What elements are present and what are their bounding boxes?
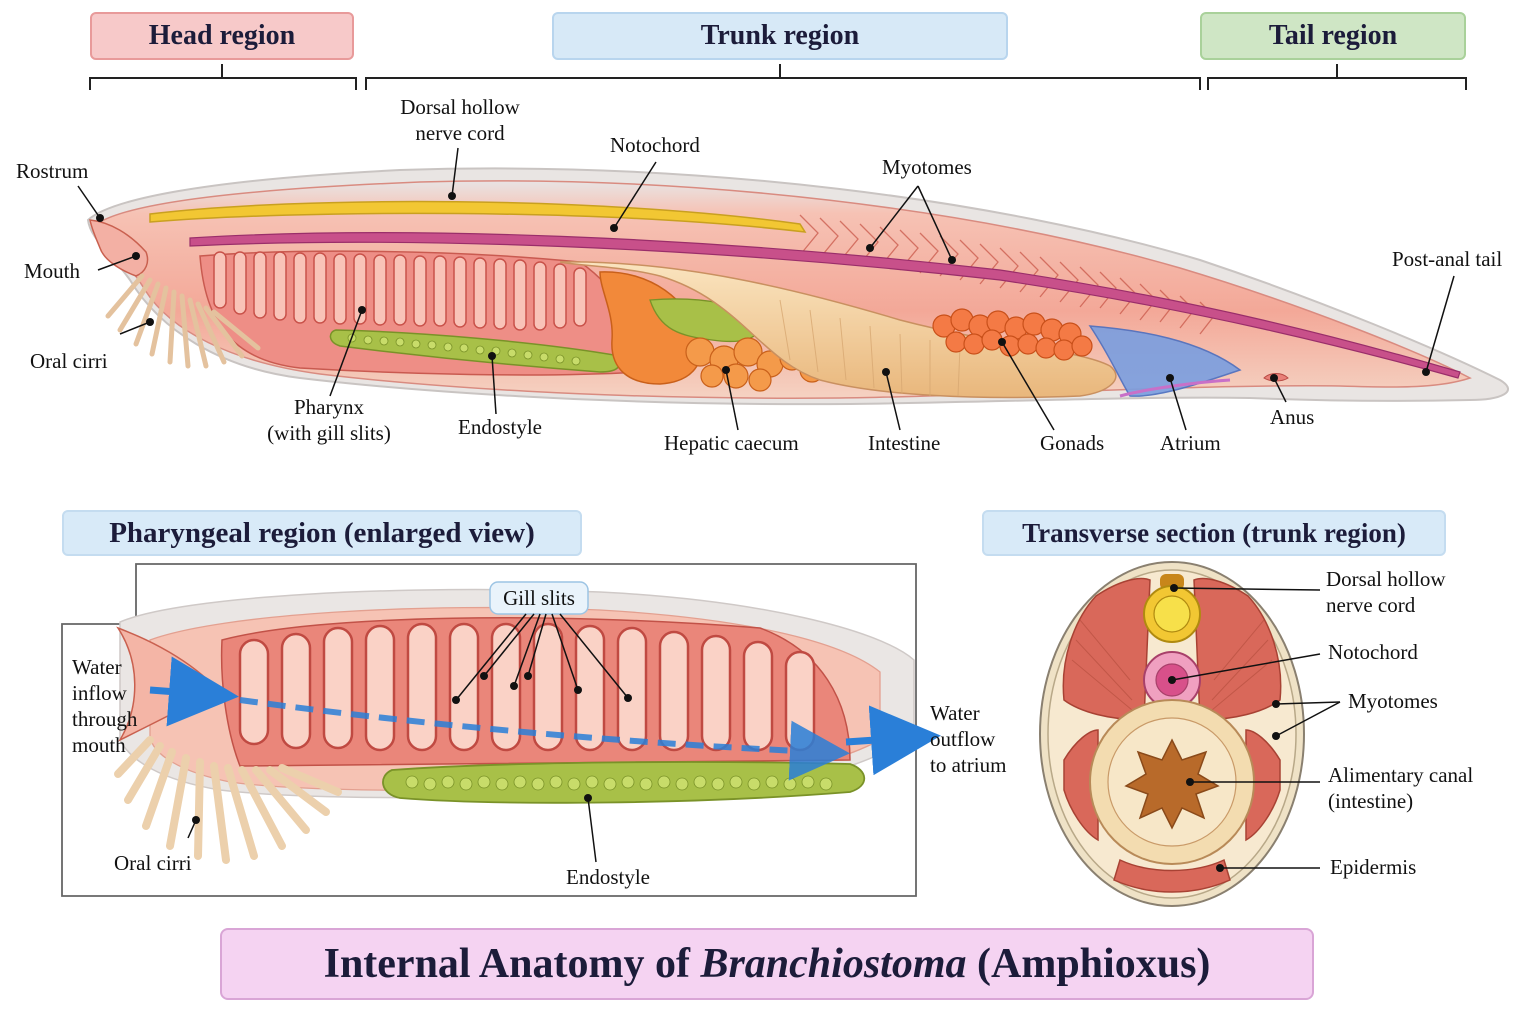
label-enlarged-oral-cirri: Oral cirri xyxy=(114,851,192,875)
label-pharynx: Pharynx (with gill slits) xyxy=(256,394,402,446)
label-ts-alimentary-canal: Alimentary canal (intestine) xyxy=(1328,762,1473,814)
label-ts-alimentary-line2: (intestine) xyxy=(1328,789,1414,813)
label-atrium: Atrium xyxy=(1160,431,1221,455)
label-post-anal-tail: Post-anal tail xyxy=(1392,247,1503,271)
label-water-outflow: Water outflow to atrium xyxy=(930,700,1006,778)
title-prefix: Internal Anatomy of xyxy=(323,941,701,987)
tail-region-label: Tail region xyxy=(1200,12,1466,60)
main-oral-cirri xyxy=(105,273,261,369)
label-rostrum: Rostrum xyxy=(16,159,89,183)
label-gill-slits: Gill slits xyxy=(503,586,575,610)
label-water-inflow: Water inflow through mouth xyxy=(72,654,137,758)
label-enlarged-endostyle: Endostyle xyxy=(566,865,650,889)
label-dorsal-nerve-line1: Dorsal hollow xyxy=(400,95,520,119)
label-endostyle: Endostyle xyxy=(458,415,542,439)
transverse-section-title: Transverse section (trunk region) xyxy=(982,510,1446,556)
label-ts-myotomes: Myotomes xyxy=(1348,689,1438,713)
label-ts-dorsal-nerve-line1: Dorsal hollow xyxy=(1326,567,1446,591)
label-hepatic-caecum: Hepatic caecum xyxy=(664,431,799,455)
gonads-cluster xyxy=(932,308,1093,361)
pharyngeal-enlarged-view xyxy=(61,563,941,897)
enlarged-oral-cirri xyxy=(114,736,342,864)
label-dorsal-nerve-cord: Dorsal hollow nerve cord xyxy=(390,94,530,146)
main-leader-lines xyxy=(77,147,1455,431)
label-ts-dorsal-nerve-cord: Dorsal hollow nerve cord xyxy=(1326,566,1446,618)
label-dorsal-nerve-line2: nerve cord xyxy=(415,121,505,145)
main-gill-slits xyxy=(213,251,587,331)
label-notochord: Notochord xyxy=(610,133,700,157)
trunk-region-label: Trunk region xyxy=(552,12,1008,60)
label-ts-notochord: Notochord xyxy=(1328,640,1418,664)
label-water-inflow-line3: through xyxy=(72,707,138,731)
label-water-outflow-line2: outflow xyxy=(930,727,996,751)
enlarged-gill-slits xyxy=(238,622,816,752)
pharyngeal-view-title: Pharyngeal region (enlarged view) xyxy=(62,510,582,556)
label-water-inflow-line1: Water xyxy=(72,655,122,679)
label-water-outflow-line1: Water xyxy=(930,701,980,725)
transverse-section xyxy=(1039,561,1341,907)
label-intestine: Intestine xyxy=(868,431,941,455)
label-gonads: Gonads xyxy=(1040,431,1105,455)
label-pharynx-line2: (with gill slits) xyxy=(267,421,391,445)
label-oral-cirri: Oral cirri xyxy=(30,349,108,373)
label-water-inflow-line2: inflow xyxy=(72,681,127,705)
amphioxus-body xyxy=(86,167,1509,406)
region-braces xyxy=(89,64,1467,90)
label-ts-epidermis: Epidermis xyxy=(1330,855,1417,879)
label-mouth: Mouth xyxy=(24,259,81,283)
figure-title: Internal Anatomy of Branchiostoma (Amphi… xyxy=(220,928,1314,1000)
label-pharynx-line1: Pharynx xyxy=(294,395,364,419)
main-leader-dots xyxy=(96,192,1430,382)
label-anus: Anus xyxy=(1270,405,1315,429)
title-suffix: (Amphioxus) xyxy=(966,941,1211,987)
label-water-inflow-line4: mouth xyxy=(72,733,126,757)
label-myotomes: Myotomes xyxy=(882,155,972,179)
head-region-label: Head region xyxy=(90,12,354,60)
title-genus: Branchiostoma xyxy=(700,941,967,987)
label-ts-dorsal-nerve-line2: nerve cord xyxy=(1326,593,1416,617)
label-ts-alimentary-line1: Alimentary canal xyxy=(1328,763,1474,787)
label-water-outflow-line3: to atrium xyxy=(930,753,1007,777)
